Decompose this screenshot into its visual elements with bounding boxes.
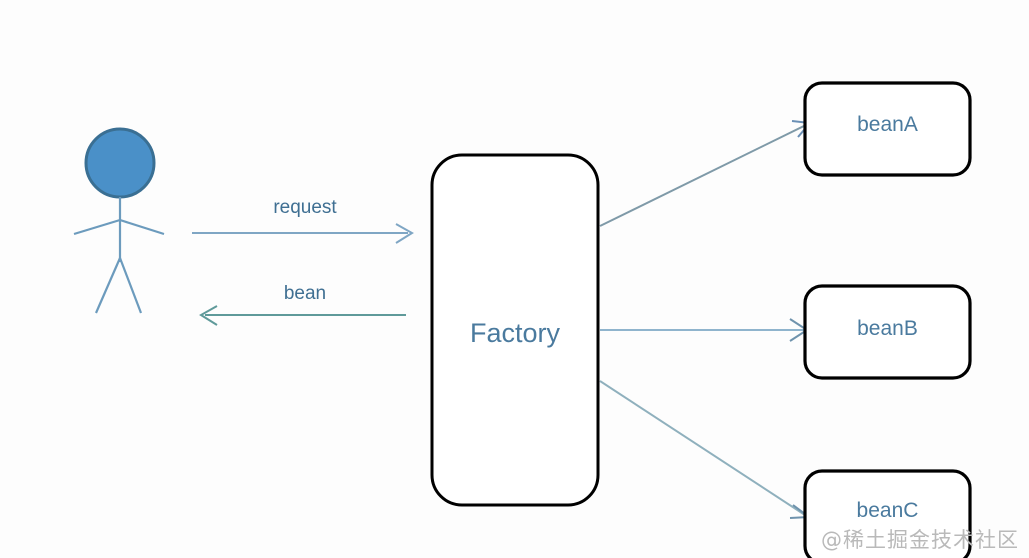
edge-factory-to-beanB[interactable] [600, 318, 809, 342]
edge-request-arrowhead-icon [395, 223, 414, 244]
actor-leg-left [94, 257, 122, 314]
edge-factory-to-beanA-line [599, 123, 809, 227]
edge-factory-to-beanC-line [599, 380, 809, 518]
actor-arm-left [73, 218, 121, 236]
edge-bean[interactable] [199, 305, 406, 326]
node-beanB-label: beanB [857, 317, 918, 340]
actor-arm-right [119, 218, 165, 236]
watermark: @稀土掘金技术社区 [821, 528, 1019, 552]
client-actor[interactable] [73, 127, 165, 314]
edge-bean-label: bean [283, 283, 327, 304]
actor-head-icon [84, 127, 156, 199]
node-beanA-label: beanA [857, 113, 918, 136]
node-beanA[interactable] [803, 81, 972, 177]
node-factory-label: Factory [469, 318, 561, 348]
edge-factory-to-beanC[interactable] [599, 380, 812, 519]
node-beanC-label: beanC [856, 499, 919, 522]
node-factory[interactable] [430, 153, 600, 507]
edge-request-label: request [273, 197, 337, 218]
edge-factory-to-beanA[interactable] [599, 120, 812, 227]
edge-bean-arrowhead-icon [199, 305, 218, 326]
actor-leg-right [118, 257, 143, 314]
node-beanC[interactable] [803, 469, 972, 558]
node-beanB[interactable] [803, 284, 972, 380]
edge-request[interactable] [192, 223, 414, 244]
